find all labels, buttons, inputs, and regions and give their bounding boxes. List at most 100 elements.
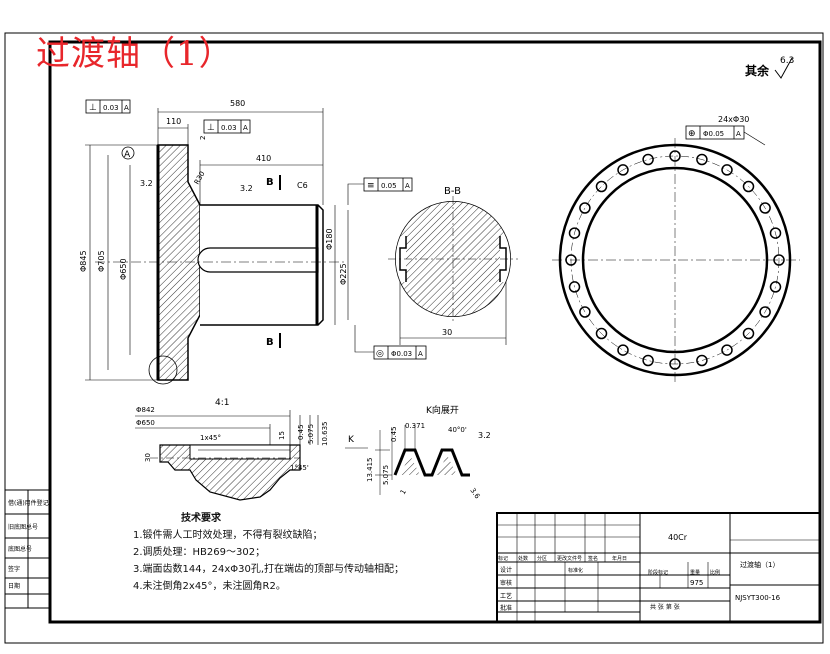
tb-stage: 阶段标记: [648, 569, 668, 576]
svg-text:A: A: [418, 350, 423, 358]
section-mark-b-bottom: B: [266, 337, 274, 348]
dim-c2: 2: [199, 136, 207, 140]
dim-r1: 1: [399, 488, 408, 496]
page-title: 过渡轴（1）: [36, 34, 234, 74]
tb-col-6: 年月日: [612, 555, 627, 562]
tol-concentric: ◎ Φ0.03 A: [354, 325, 427, 360]
dim-r36: 3.6: [468, 487, 481, 501]
tb-sheets: 共 张 第 张: [650, 603, 680, 611]
dim-bb-width: 30: [442, 328, 452, 337]
dim-15: 15: [278, 431, 286, 440]
sidebar-label-3: 底图总号: [8, 545, 32, 553]
sidebar-label-1: 借(通)用件登记: [8, 499, 49, 507]
dim-30: 30: [144, 453, 152, 462]
bolt-hole: [721, 164, 733, 176]
bolt-hole: [721, 344, 733, 356]
ra-flange: 3.2: [140, 179, 153, 188]
tb-weight-label: 重量: [690, 569, 700, 576]
dim-13415: 13.415: [366, 458, 374, 483]
section-bb-label: B-B: [444, 186, 461, 197]
detail-view: [135, 410, 319, 501]
svg-text:Φ0.03: Φ0.03: [391, 350, 412, 358]
dim-holes: 24xΦ30: [718, 115, 749, 124]
tb-row-process: 工艺: [500, 592, 512, 600]
svg-text:Φ0.05: Φ0.05: [703, 130, 724, 138]
tol-symmetry: ≡ 0.05 A: [347, 177, 413, 205]
bolt-hole: [642, 153, 654, 166]
dim-045b: 0.45: [390, 426, 398, 442]
dim-10635: 10.635: [321, 422, 329, 447]
bolt-hole: [773, 254, 785, 266]
note-item-3: 3.端面齿数144，24xΦ30孔,打在端齿的顶部与传动轴相配；: [133, 564, 405, 575]
tb-row-review: 审核: [500, 579, 512, 587]
shaft-front-view: [95, 144, 345, 385]
bolt-hole: [579, 202, 591, 214]
svg-text:⊥: ⊥: [89, 103, 97, 113]
bolt-hole: [595, 327, 608, 340]
tb-col-4: 更改文件号: [557, 555, 582, 562]
dim-angle-1x45: 1x45°: [200, 434, 221, 442]
tb-col-3: 分区: [537, 555, 547, 562]
bolt-hole: [742, 327, 755, 340]
dim-c6: C6: [297, 181, 308, 190]
bolt-hole: [595, 180, 608, 193]
k-tooth-profile: [375, 425, 470, 495]
svg-text:0.05: 0.05: [381, 182, 397, 190]
svg-text:A: A: [243, 124, 248, 132]
bolt-hole: [669, 358, 681, 370]
bolt-hole: [568, 227, 581, 239]
tol-perp-1: ⊥ 0.03 A: [85, 99, 131, 114]
datum-circle: [121, 146, 135, 160]
dim-110: 110: [166, 117, 181, 126]
front-dimension-lines: [85, 108, 349, 381]
bolt-hole: [769, 281, 782, 293]
tb-weight: 975: [690, 579, 703, 587]
flange-end-view: [552, 138, 800, 385]
svg-text:⊥: ⊥: [207, 123, 215, 133]
title-block: [496, 512, 821, 623]
bolt-hole: [759, 202, 771, 214]
sidebar-label-5: 日期: [8, 582, 20, 590]
dim-r30: R30: [193, 170, 207, 186]
tb-material: 40Cr: [668, 533, 688, 542]
bolt-hole: [669, 150, 681, 162]
bolt-hole: [696, 354, 708, 367]
section-mark-b-top: B: [266, 177, 274, 188]
tb-standard: 标准化: [568, 567, 583, 574]
outer-frame: [4, 32, 824, 644]
section-bb-view: [388, 196, 518, 345]
tb-part-name: 过渡轴（1）: [740, 560, 779, 569]
tb-col-5: 签名: [588, 555, 598, 562]
note-item-4: 4.未注倒角2x45°，未注圆角R2。: [133, 581, 286, 592]
svg-text:◎: ◎: [376, 349, 384, 359]
dim-phi842: Φ842: [136, 406, 155, 414]
roughness-value: 6.3: [780, 56, 794, 66]
technical-notes: 技术要求 1.锻件需人工时效处理，不得有裂纹缺陷； 2.调质处理：HB269～3…: [133, 510, 404, 595]
dim-5075: 5.075: [307, 424, 315, 444]
dim-angle-1x45b: 1°45': [290, 464, 309, 472]
svg-text:A: A: [124, 104, 129, 112]
dim-phi845: Φ845: [79, 250, 88, 272]
svg-text:≡: ≡: [367, 181, 375, 191]
tb-row-design: 设计: [500, 566, 512, 574]
svg-text:0.03: 0.03: [221, 124, 237, 132]
svg-text:A: A: [736, 130, 741, 138]
dim-0371: 0.371: [405, 422, 425, 430]
sidebar-label-2: 旧底图总号: [8, 523, 38, 531]
ra-k: 3.2: [478, 431, 491, 440]
dim-phi650: Φ650: [119, 258, 128, 280]
inner-frame: [48, 40, 822, 624]
svg-text:A: A: [405, 182, 410, 190]
note-item-2: 2.调质处理：HB269～302；: [133, 547, 266, 558]
dim-phi705: Φ705: [97, 250, 106, 272]
note-item-1: 1.锻件需人工时效处理，不得有裂纹缺陷；: [133, 530, 323, 541]
roughness-label: 其余: [745, 63, 770, 78]
bolt-hole: [568, 281, 581, 293]
bolt-hole: [696, 153, 708, 166]
datum-label: A: [124, 150, 131, 160]
tol-position: ⊕ Φ0.05 A: [685, 125, 766, 146]
bolt-hole: [617, 344, 629, 356]
tb-row-approve: 批准: [500, 604, 512, 612]
roughness-symbol: [774, 57, 793, 79]
